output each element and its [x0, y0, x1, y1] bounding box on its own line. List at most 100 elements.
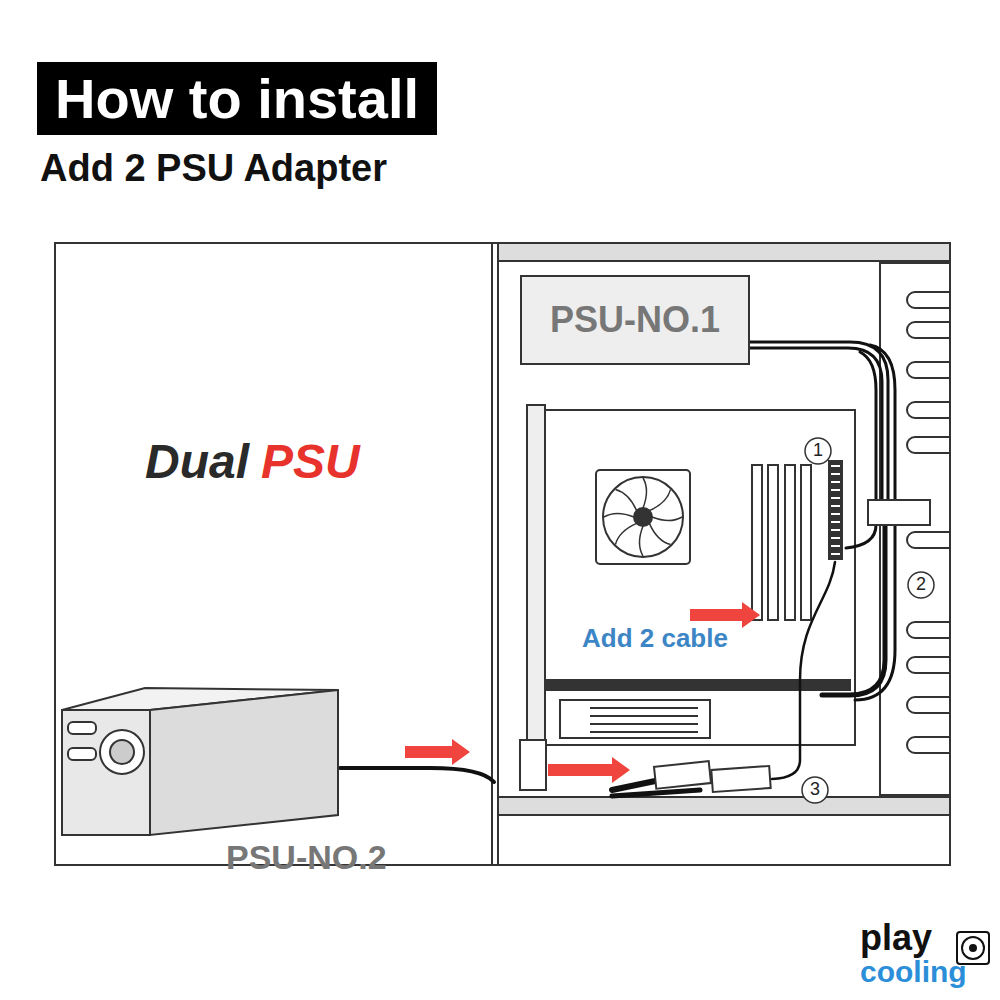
connector-pin	[831, 545, 840, 547]
fan-blade	[640, 526, 644, 556]
motherboard	[520, 740, 546, 790]
connector-pin	[831, 513, 840, 515]
logo-text: play	[860, 918, 932, 958]
node-label: PSU-NO.1	[550, 299, 720, 341]
motherboard	[520, 405, 855, 790]
ram-slot	[752, 465, 762, 620]
psu-cable	[340, 768, 494, 782]
case-slot	[907, 532, 950, 548]
case-slot	[907, 437, 950, 453]
psu-box: PSU-NO.1	[520, 275, 750, 365]
fan-blade	[643, 478, 647, 508]
fan-blade	[613, 521, 637, 545]
connector-pin	[831, 481, 840, 483]
ram-slot	[768, 465, 778, 620]
fan-blade	[604, 514, 634, 518]
psu-cable	[822, 525, 885, 695]
connector-pin	[831, 529, 840, 531]
fan-blade	[647, 523, 671, 547]
card-slot	[590, 708, 698, 732]
connector-pin	[831, 505, 840, 507]
case-slot	[907, 697, 950, 713]
psu-cable	[340, 342, 895, 796]
cpu-fan	[596, 470, 690, 564]
psu-cable	[855, 525, 895, 700]
ram-slot	[785, 465, 795, 620]
callout-circle	[805, 438, 831, 464]
case-slot	[907, 292, 950, 308]
fan-blade	[652, 517, 682, 521]
motherboard	[527, 405, 545, 785]
psu-cable	[846, 525, 876, 548]
frame	[55, 243, 950, 865]
frame	[491, 243, 493, 865]
psu-cable	[750, 348, 882, 500]
psu-box	[68, 722, 96, 734]
psu-box	[150, 690, 338, 835]
red-arrow	[548, 757, 630, 783]
connector-pin	[831, 521, 840, 523]
callout-number: 1	[813, 441, 823, 461]
card-slot	[590, 715, 698, 717]
connector-pin	[831, 497, 840, 499]
frame	[498, 243, 950, 261]
logo-text: cooling	[860, 955, 967, 988]
adapter-connector	[868, 500, 930, 525]
node-label: PSU-NO.2	[226, 838, 387, 877]
psu-box	[62, 688, 338, 835]
connector-pin	[831, 465, 840, 467]
frame	[497, 243, 499, 865]
board-connector	[828, 460, 843, 560]
motherboard	[545, 410, 855, 745]
heading-word: Dual	[145, 436, 249, 489]
card-slot	[590, 707, 698, 709]
psu-box	[110, 740, 134, 764]
adapter-connector	[654, 761, 711, 789]
psu-cable	[750, 342, 888, 500]
psu-cable	[772, 562, 835, 779]
card-slot	[590, 731, 698, 733]
connector-pin	[831, 537, 840, 539]
callout-number: 3	[810, 780, 820, 800]
fan-blade	[615, 487, 639, 511]
cpu-fan	[596, 470, 690, 564]
psu-cable	[612, 790, 700, 796]
fan-blade	[604, 478, 682, 556]
subtitle: Add 2 PSU Adapter	[40, 148, 387, 190]
ram-slot	[801, 465, 811, 620]
callout-number: 2	[916, 575, 926, 595]
board-connector	[828, 460, 843, 560]
adapter-connector	[711, 766, 770, 792]
case-slot	[907, 622, 950, 638]
case-slot	[907, 322, 950, 338]
connector-pin	[831, 489, 840, 491]
psu-box	[62, 710, 150, 835]
psu-cable	[612, 780, 660, 790]
frame	[55, 243, 950, 865]
note: Add 2 cable	[582, 624, 728, 653]
connector-pin	[831, 553, 840, 555]
title-bar: How to install	[37, 62, 437, 135]
title: How to install	[55, 67, 419, 130]
frame	[880, 263, 950, 795]
frame	[498, 797, 950, 815]
cpu-fan	[603, 477, 683, 557]
fan-blade	[649, 489, 673, 513]
case-slot	[907, 402, 950, 418]
case-slot	[907, 362, 950, 378]
case-slot	[907, 657, 950, 673]
psu-box	[100, 730, 144, 774]
card-slot	[590, 723, 698, 725]
psu-box	[68, 748, 96, 760]
connector-pin	[831, 473, 840, 475]
cpu-fan	[634, 508, 652, 526]
heading-word: PSU	[261, 436, 360, 489]
psu-cable	[870, 345, 895, 500]
motherboard	[545, 680, 850, 690]
case-slot	[907, 737, 950, 753]
motherboard	[560, 700, 710, 738]
logo-fan	[970, 945, 976, 951]
ram-slot	[752, 465, 811, 620]
callout-circle	[802, 438, 934, 803]
